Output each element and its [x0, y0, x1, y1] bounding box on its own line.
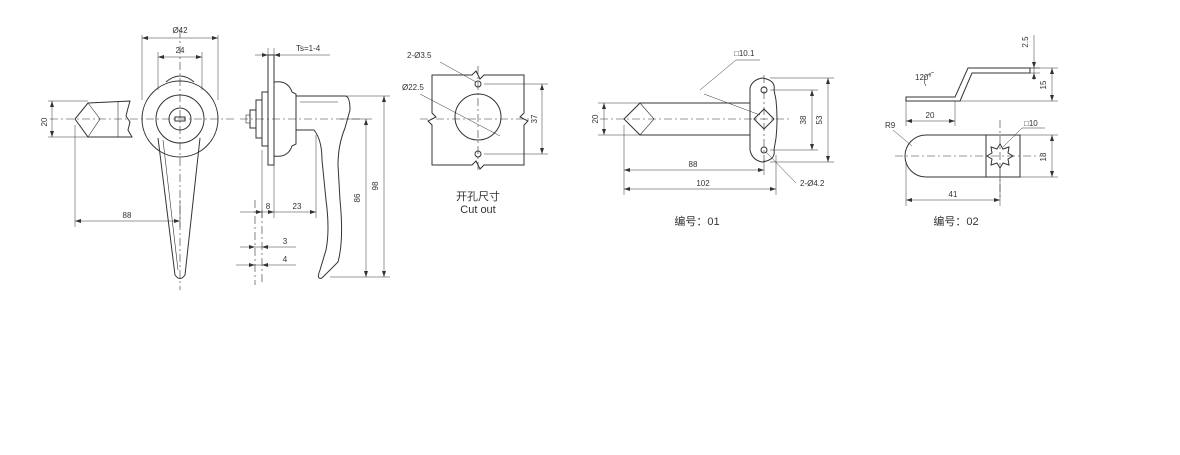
dim-4: 4 — [283, 255, 288, 264]
dim-cam02-18: 18 — [1039, 152, 1048, 161]
dim-cam01-20: 20 — [591, 114, 600, 123]
dim-98: 98 — [371, 181, 380, 190]
label-dia-22-5: Ø22.5 — [402, 83, 424, 92]
dim-cam01-102: 102 — [696, 179, 710, 188]
dim-8: 8 — [266, 202, 271, 211]
label-holes-3-5: 2-Ø3.5 — [407, 51, 432, 60]
dim-cam02-2-5: 2.5 — [1021, 36, 1030, 48]
dim-cam02-20: 20 — [926, 111, 935, 120]
dim-length-88: 88 — [123, 211, 132, 220]
front-view: Ø42 24 20 88 — [40, 26, 235, 290]
dim-ts: Ts=1-4 — [296, 44, 321, 53]
dim-height-20: 20 — [40, 117, 49, 126]
side-view: Ts=1-4 8 23 3 4 86 98 — [236, 44, 390, 285]
dim-width-24: 24 — [176, 46, 185, 55]
cam-02-view: 120° 2.5 15 20 R9 □10 — [885, 35, 1058, 228]
dim-86: 86 — [353, 193, 362, 202]
dim-cam01-38: 38 — [799, 115, 808, 124]
caption-cam01: 编号：01 — [674, 214, 719, 228]
dim-3: 3 — [283, 237, 288, 246]
cutout-view: 2-Ø3.5 Ø22.5 37 开孔尺寸 Cut out — [402, 51, 548, 216]
label-square-10: □10 — [1024, 119, 1038, 128]
caption-cam02: 编号：02 — [933, 214, 978, 228]
dim-cam01-53: 53 — [815, 115, 824, 124]
label-angle-120: 120° — [915, 73, 932, 82]
dim-cam02-15: 15 — [1039, 80, 1048, 89]
caption-cutout-en: Cut out — [460, 204, 495, 216]
dim-23: 23 — [293, 202, 302, 211]
dim-cam01-88: 88 — [689, 160, 698, 169]
dim-37: 37 — [530, 114, 539, 123]
label-holes-4-2: 2-Ø4.2 — [800, 179, 825, 188]
label-square-10-1: □10.1 — [734, 49, 755, 58]
cam-01-view: □10.1 20 38 53 88 102 2-Ø4.2 — [591, 49, 834, 228]
caption-cutout-cn: 开孔尺寸 — [456, 189, 500, 203]
label-radius-r9: R9 — [885, 121, 896, 130]
dim-cam02-41: 41 — [949, 190, 958, 199]
dim-dia-42: Ø42 — [172, 26, 188, 35]
